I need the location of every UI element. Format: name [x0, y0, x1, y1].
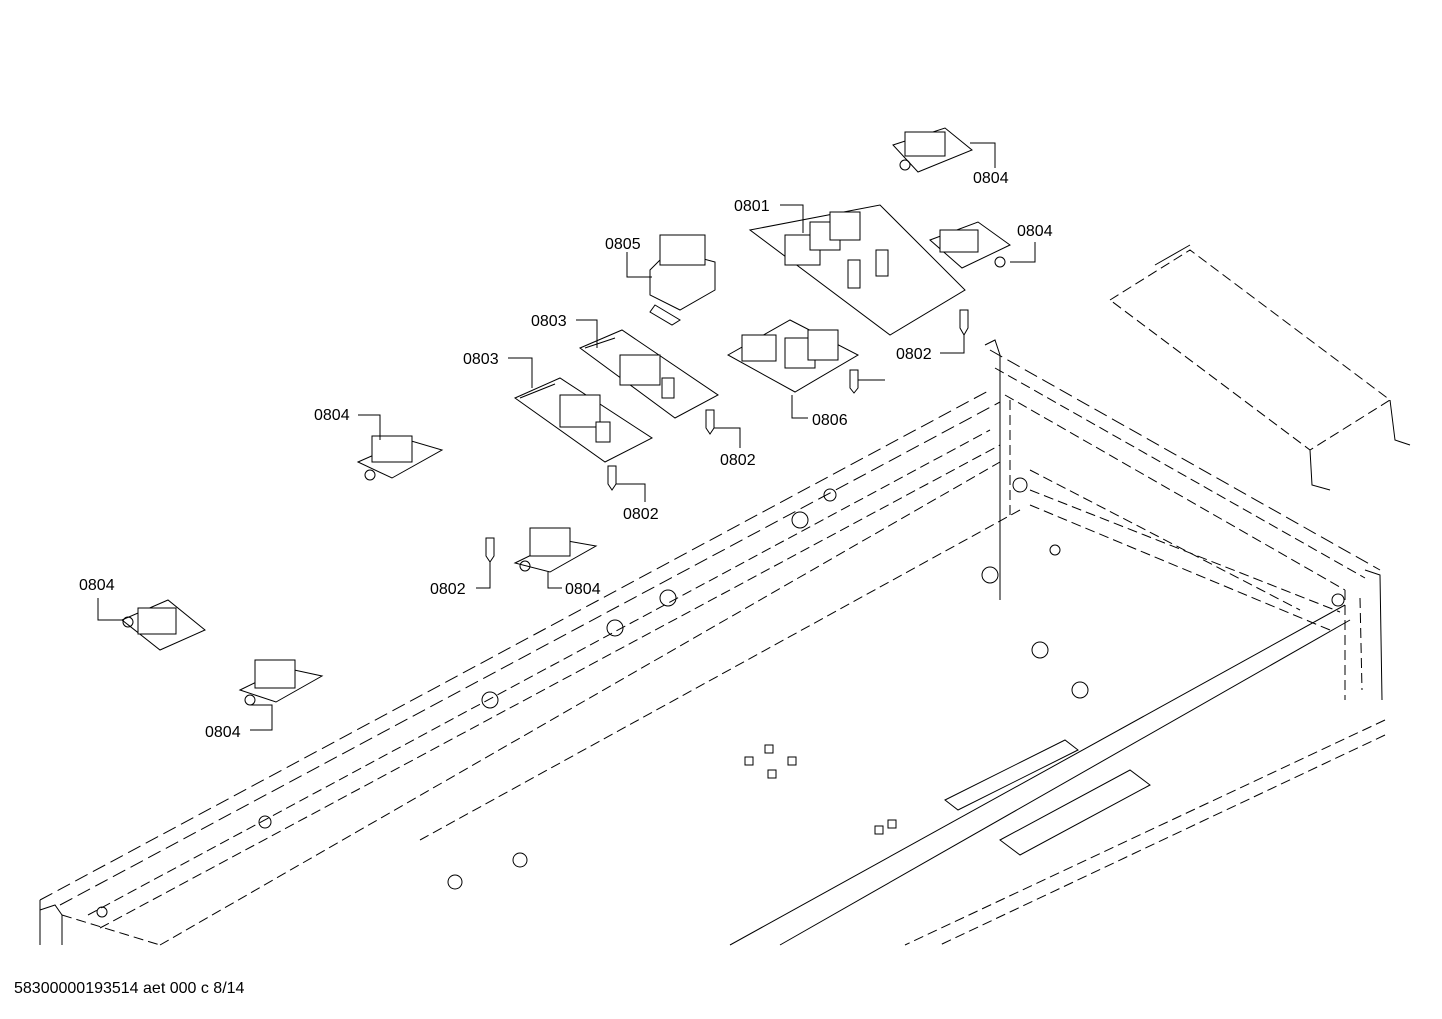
callout-c15: 0804	[205, 724, 241, 741]
part-0806-pcb[interactable]	[726, 319, 860, 393]
callout-c2: 0801	[734, 198, 770, 215]
part-0803-pcb-upper[interactable]	[579, 329, 719, 419]
callout-c13: 0804	[565, 581, 601, 598]
callout-c5: 0803	[531, 313, 567, 330]
part-0801-pcb[interactable]	[748, 204, 966, 336]
callout-c11: 0802	[623, 506, 659, 523]
callout-c6: 0803	[463, 351, 499, 368]
callout-c7: 0802	[896, 346, 932, 363]
part-0803-pcb-lower[interactable]	[513, 377, 653, 463]
part-0804-sensor[interactable]	[121, 127, 1011, 706]
callout-labels: 0804 0801 0804 0805 0803 0803 0802 0806 …	[79, 170, 1053, 741]
callout-c12: 0802	[430, 581, 466, 598]
callout-c14: 0804	[79, 577, 115, 594]
callout-c3: 0804	[1017, 223, 1053, 240]
callout-c9: 0804	[314, 407, 350, 424]
callout-c4: 0805	[605, 236, 641, 253]
document-footer: 58300000193514 aet 000 c 8/14	[14, 980, 245, 997]
callout-c10: 0802	[720, 452, 756, 469]
callout-leaders	[97, 142, 1036, 731]
part-0802-clip[interactable]	[485, 309, 969, 563]
callout-c1: 0804	[973, 170, 1009, 187]
callout-c8: 0806	[812, 412, 848, 429]
part-0805-transformer[interactable]	[649, 234, 716, 326]
chassis-tray	[39, 244, 1411, 946]
